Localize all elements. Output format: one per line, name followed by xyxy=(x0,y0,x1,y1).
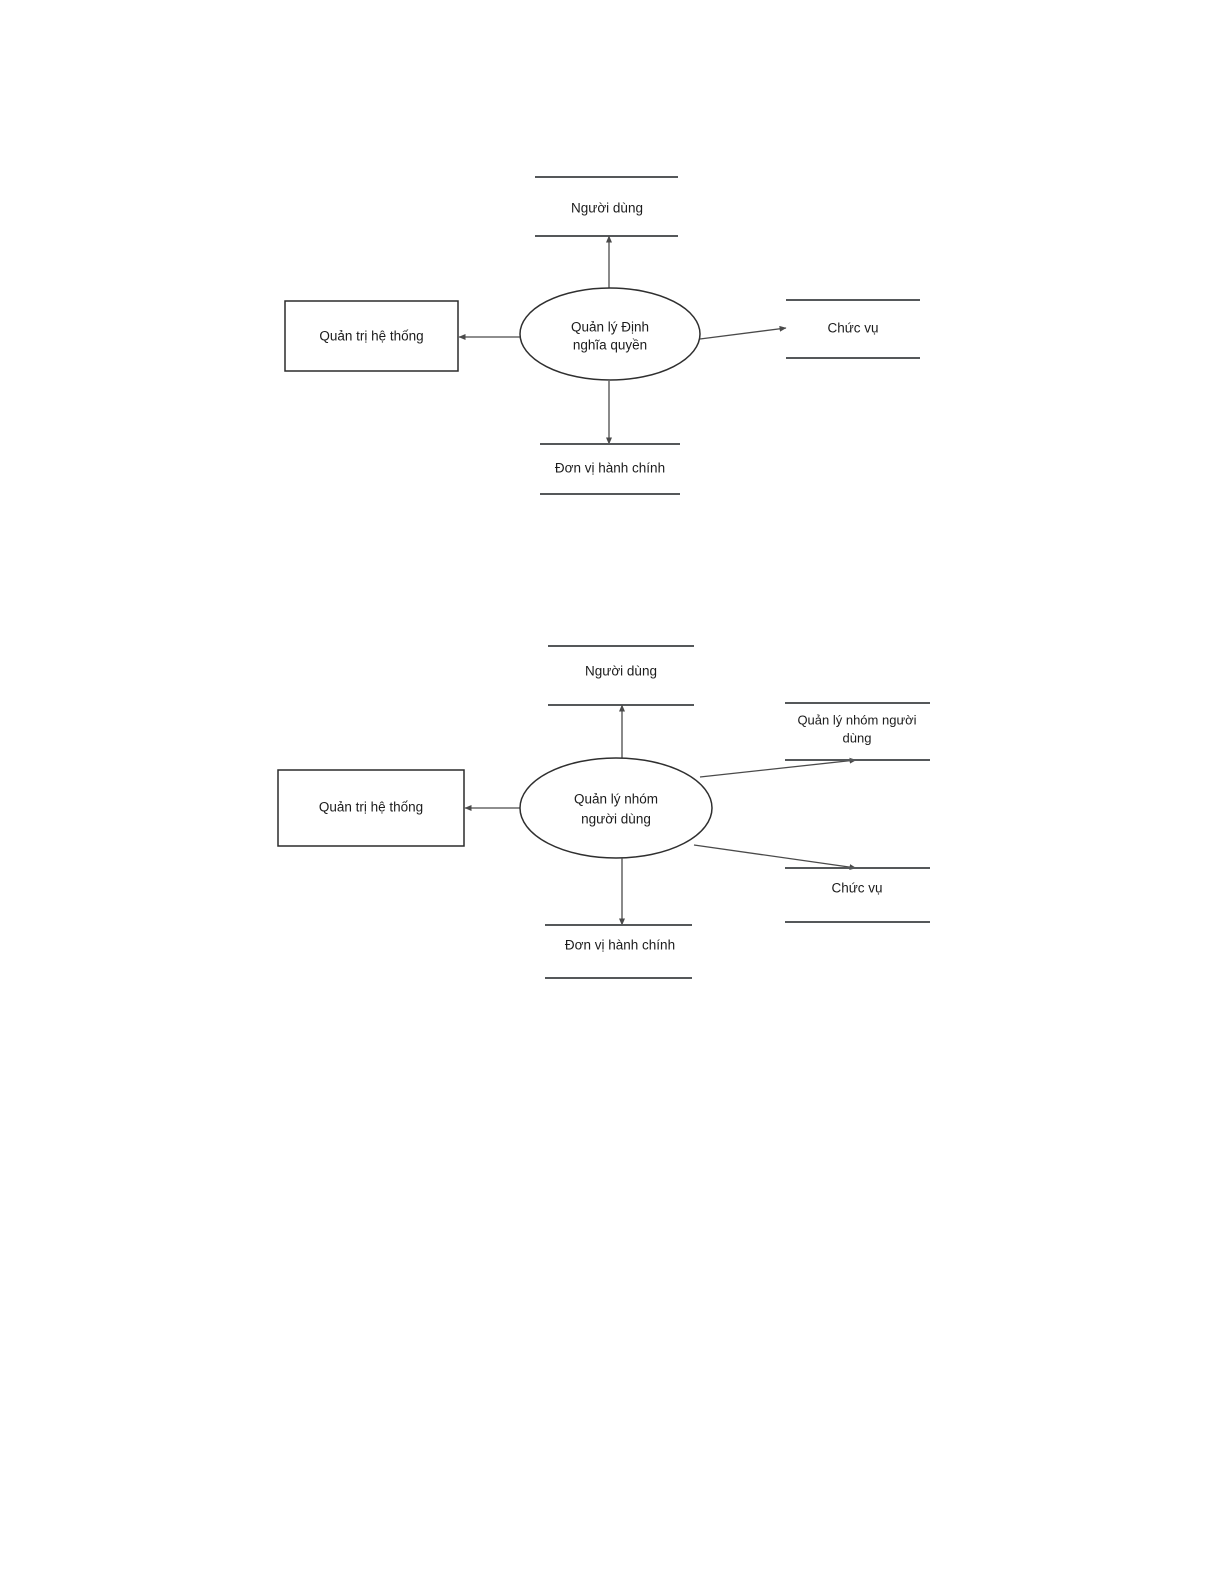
data-store-label: Chức vụ xyxy=(831,881,882,896)
data-store-nguoi-dung[interactable]: Người dùng xyxy=(535,176,678,237)
data-store-label-line1: Quản lý nhóm người xyxy=(797,712,916,727)
data-store-label: Chức vụ xyxy=(827,321,878,336)
entity-rect xyxy=(277,769,465,847)
process-label-line2: nghĩa quyền xyxy=(573,338,647,353)
external-entity-quan-tri-he-thong[interactable]: Quản trị hệ thống xyxy=(284,300,459,372)
process-label-line1: Quản lý Định xyxy=(571,320,649,335)
data-store-don-vi-hanh-chinh-2[interactable]: Đơn vị hành chính xyxy=(545,924,692,979)
process-label-line2: người dùng xyxy=(581,812,651,827)
data-store-label: Người dùng xyxy=(585,664,657,679)
process-quan-ly-dinh-nghia-quyen[interactable]: Quản lý Định nghĩa quyền xyxy=(519,287,701,381)
flow-process-to-quan-ly-nhom xyxy=(699,757,857,778)
process-ellipse xyxy=(519,287,701,381)
data-store-label: Đơn vị hành chính xyxy=(565,938,675,953)
data-store-quan-ly-nhom-nguoi-dung[interactable]: Quản lý nhóm người dùng xyxy=(785,702,930,761)
data-store-label-line2: dùng xyxy=(843,730,872,745)
diagram-2-group: Người dùng Quản trị hệ thống Quản lý nhó… xyxy=(277,645,930,979)
entity-label: Quản trị hệ thống xyxy=(319,800,423,815)
data-store-chuc-vu[interactable]: Chức vụ xyxy=(786,299,920,359)
flow-process-to-chuc-vu xyxy=(699,325,787,340)
data-store-don-vi-hanh-chinh[interactable]: Đơn vị hành chính xyxy=(540,443,680,495)
process-label-line1: Quản lý nhóm xyxy=(574,792,658,807)
entity-rect xyxy=(284,300,459,372)
external-entity-quan-tri-he-thong-2[interactable]: Quản trị hệ thống xyxy=(277,769,465,847)
data-store-chuc-vu-2[interactable]: Chức vụ xyxy=(785,867,930,923)
flow-process-to-chuc-vu-2 xyxy=(693,844,857,871)
data-store-label: Người dùng xyxy=(571,201,643,216)
data-store-label: Đơn vị hành chính xyxy=(555,461,665,476)
data-store-nguoi-dung-2[interactable]: Người dùng xyxy=(548,645,694,706)
process-ellipse xyxy=(519,757,713,859)
entity-label: Quản trị hệ thống xyxy=(319,329,423,344)
process-quan-ly-nhom-nguoi-dung[interactable]: Quản lý nhóm người dùng xyxy=(519,757,713,859)
diagram-1-group: Người dùng Quản trị hệ thống Quản lý Địn… xyxy=(284,176,920,495)
